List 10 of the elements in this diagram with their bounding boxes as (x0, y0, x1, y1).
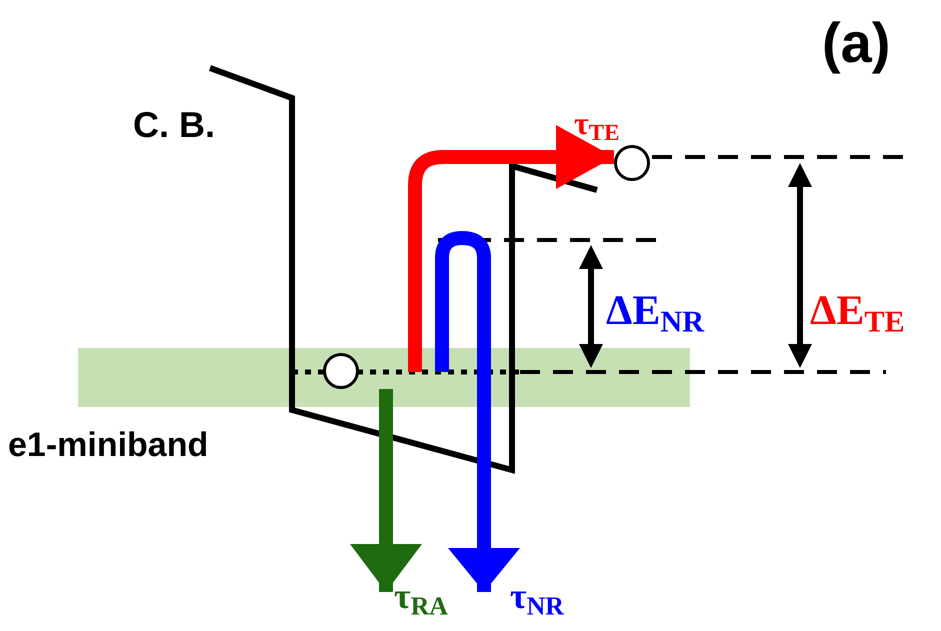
energy-label: ΔE$_{NR}$ (606, 290, 704, 337)
band-label: e1-miniband (8, 426, 208, 465)
band-edge-label: C. B. (133, 104, 216, 146)
electron-circle (614, 145, 650, 181)
panel-title: (a) (822, 10, 890, 75)
edge-label: τ$_{RA}$ (394, 578, 448, 620)
energy-label: ΔE$_{TE}$ (810, 290, 905, 337)
edge-label: τ$_{NR}$ (510, 578, 564, 620)
electron-circle (323, 353, 359, 389)
edge-label: τ$_{TE}$ (574, 107, 620, 144)
